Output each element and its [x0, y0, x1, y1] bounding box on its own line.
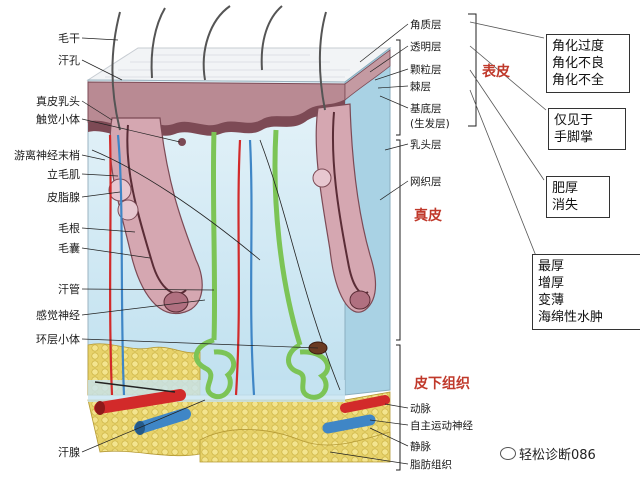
- region-label-epidermis: 表皮: [481, 63, 510, 80]
- label-fat-tissue: 脂肪组织: [410, 458, 452, 471]
- box-stratum-corneum: 角化过度 角化不良 角化不全: [546, 34, 630, 93]
- label-reticular-layer: 网织层: [410, 176, 442, 188]
- box-spinosum-line-1: 最厚: [538, 258, 636, 275]
- label-hair-follicle: 毛囊: [58, 241, 80, 255]
- box-lucidum-line-1: 仅见于: [554, 112, 620, 129]
- label-sweat-pore: 汗孔: [58, 54, 80, 67]
- label-stratum-corneum: 角质层: [410, 19, 442, 31]
- box-corneum-line-2: 角化不良: [552, 55, 624, 72]
- box-granulosum-line-2: 消失: [552, 197, 604, 214]
- label-stratum-spinosum: 棘层: [410, 81, 431, 93]
- box-spinosum-line-3: 变薄: [538, 292, 636, 309]
- left-labels: 毛干 汗孔 真皮乳头 触觉小体 游离神经末梢 立毛肌 皮脂腺 毛根 毛囊 汗管 …: [14, 32, 80, 459]
- label-autonomic-nerve: 自主运动神经: [410, 419, 473, 432]
- region-label-dermis: 真皮: [414, 207, 442, 224]
- box-stratum-spinosum: 最厚 增厚 变薄 海绵性水肿: [532, 254, 640, 330]
- label-germinal-layer: (生发层): [410, 117, 450, 130]
- label-sweat-duct: 汗管: [58, 282, 80, 296]
- label-stratum-granulosum: 颗粒层: [410, 63, 442, 76]
- wechat-icon: [500, 447, 516, 460]
- box-spinosum-line-2: 增厚: [538, 275, 636, 292]
- label-free-nerve-ending: 游离神经末梢: [14, 148, 80, 162]
- box-granulosum-line-1: 肥厚: [552, 180, 604, 197]
- label-vein: 静脉: [410, 440, 431, 453]
- watermark: 轻松诊断086: [500, 444, 596, 463]
- label-arrector-pili: 立毛肌: [47, 167, 80, 181]
- label-artery: 动脉: [410, 402, 431, 415]
- label-sensory-nerve: 感觉神经: [36, 308, 80, 322]
- box-corneum-line-1: 角化过度: [552, 38, 624, 55]
- box-spinosum-line-4: 海绵性水肿: [538, 309, 636, 326]
- label-hair-shaft: 毛干: [58, 32, 80, 45]
- label-hair-root: 毛根: [58, 221, 80, 235]
- box-stratum-granulosum: 肥厚 消失: [546, 176, 610, 218]
- right-labels: 角质层 透明层 颗粒层 棘层 基底层 (生发层) 乳头层 网织层 动脉 自主运动…: [410, 19, 473, 471]
- label-sebaceous-gland: 皮脂腺: [47, 190, 80, 204]
- region-label-subcutis: 皮下组织: [413, 375, 470, 392]
- label-papillary-layer: 乳头层: [410, 138, 442, 151]
- label-stratum-basale: 基底层: [410, 102, 442, 115]
- box-connectors: [470, 22, 546, 256]
- layer-brackets: [396, 14, 476, 470]
- label-meissner-corpuscle: 触觉小体: [36, 112, 80, 126]
- box-lucidum-line-2: 手脚掌: [554, 129, 620, 146]
- label-stratum-lucidum: 透明层: [410, 41, 442, 53]
- watermark-text: 轻松诊断086: [519, 448, 596, 463]
- label-sweat-gland: 汗腺: [58, 445, 80, 459]
- label-dermal-papilla: 真皮乳头: [36, 94, 80, 108]
- box-corneum-line-3: 角化不全: [552, 72, 624, 89]
- label-pacinian-corpuscle: 环层小体: [36, 332, 80, 346]
- box-stratum-lucidum: 仅见于 手脚掌: [548, 108, 626, 150]
